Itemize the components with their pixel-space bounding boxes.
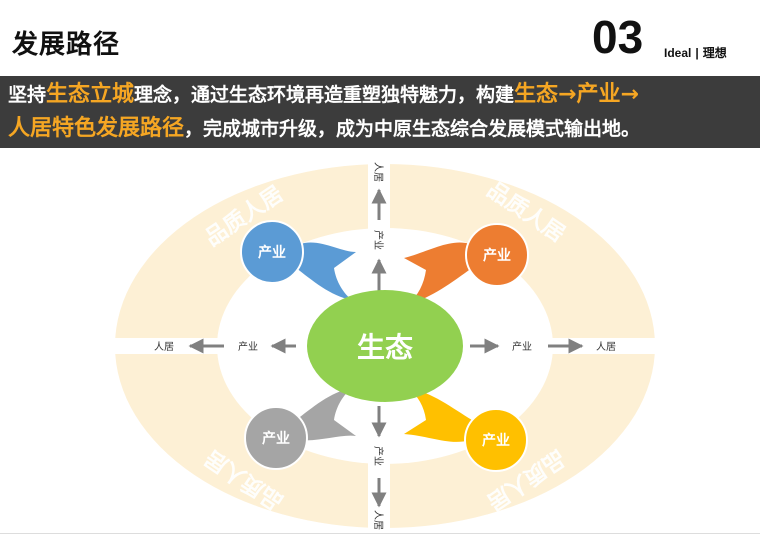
development-path-diagram: 品质人居 品质人居 品质人居 品质人居 产业 人居 产业 人居 产业 人居 产业… bbox=[115, 160, 655, 532]
banner-text: ，完成城市升级，成为中原生态综合发展模式输出地。 bbox=[184, 118, 641, 140]
banner-text: 理念，通过生态环境再造重塑独特魅力，构建 bbox=[134, 84, 515, 106]
axis-left-label-inner: 产业 bbox=[238, 340, 258, 353]
axis-right-label-outer: 人居 bbox=[596, 341, 616, 353]
banner-text: 坚持 bbox=[8, 84, 47, 106]
section-cn: 理想 bbox=[702, 46, 727, 60]
axis-top-label-outer: 人居 bbox=[372, 162, 384, 182]
axis-bottom-label-inner: 产业 bbox=[372, 446, 385, 466]
axis-right-label-inner: 产业 bbox=[512, 340, 532, 353]
bottom-rule bbox=[0, 533, 760, 534]
industry-label-top-left: 产业 bbox=[258, 244, 286, 261]
banner-highlight: 生态立城 bbox=[46, 82, 135, 107]
page-number: 03 bbox=[592, 11, 644, 63]
banner bbox=[0, 76, 760, 148]
connector-bottom-left bbox=[296, 388, 356, 441]
industry-label-bottom-left: 产业 bbox=[262, 430, 290, 447]
banner-highlight: 人居特色发展路径 bbox=[8, 116, 185, 141]
page-title: 发展路径 bbox=[12, 30, 121, 60]
banner-line-1: 坚持生态立城理念，通过生态环境再造重塑独特魅力，构建生态→产业→ bbox=[8, 80, 639, 110]
axis-left-label-outer: 人居 bbox=[154, 341, 174, 353]
section-separator: | bbox=[695, 46, 699, 60]
axis-top-label-inner: 产业 bbox=[372, 230, 385, 250]
industry-label-bottom-right: 产业 bbox=[482, 432, 510, 449]
industry-node-bottom-right bbox=[464, 408, 528, 472]
section-label: Ideal|理想 bbox=[664, 44, 727, 61]
banner-highlight: 生态→产业→ bbox=[514, 82, 639, 107]
industry-node-top-left bbox=[240, 220, 304, 284]
axis-bottom-label-outer: 人居 bbox=[372, 510, 384, 530]
center-label: 生态 bbox=[357, 331, 413, 364]
industry-node-bottom-left bbox=[244, 406, 308, 470]
connector-bottom-right bbox=[404, 388, 472, 442]
connector-top-right bbox=[404, 242, 472, 304]
industry-label-top-right: 产业 bbox=[483, 247, 511, 264]
section-en: Ideal bbox=[664, 46, 692, 60]
banner-line-2: 人居特色发展路径，完成城市升级，成为中原生态综合发展模式输出地。 bbox=[8, 114, 640, 144]
center-node bbox=[307, 290, 463, 402]
industry-node-top-right bbox=[465, 223, 529, 287]
connector-top-left bbox=[296, 242, 356, 300]
